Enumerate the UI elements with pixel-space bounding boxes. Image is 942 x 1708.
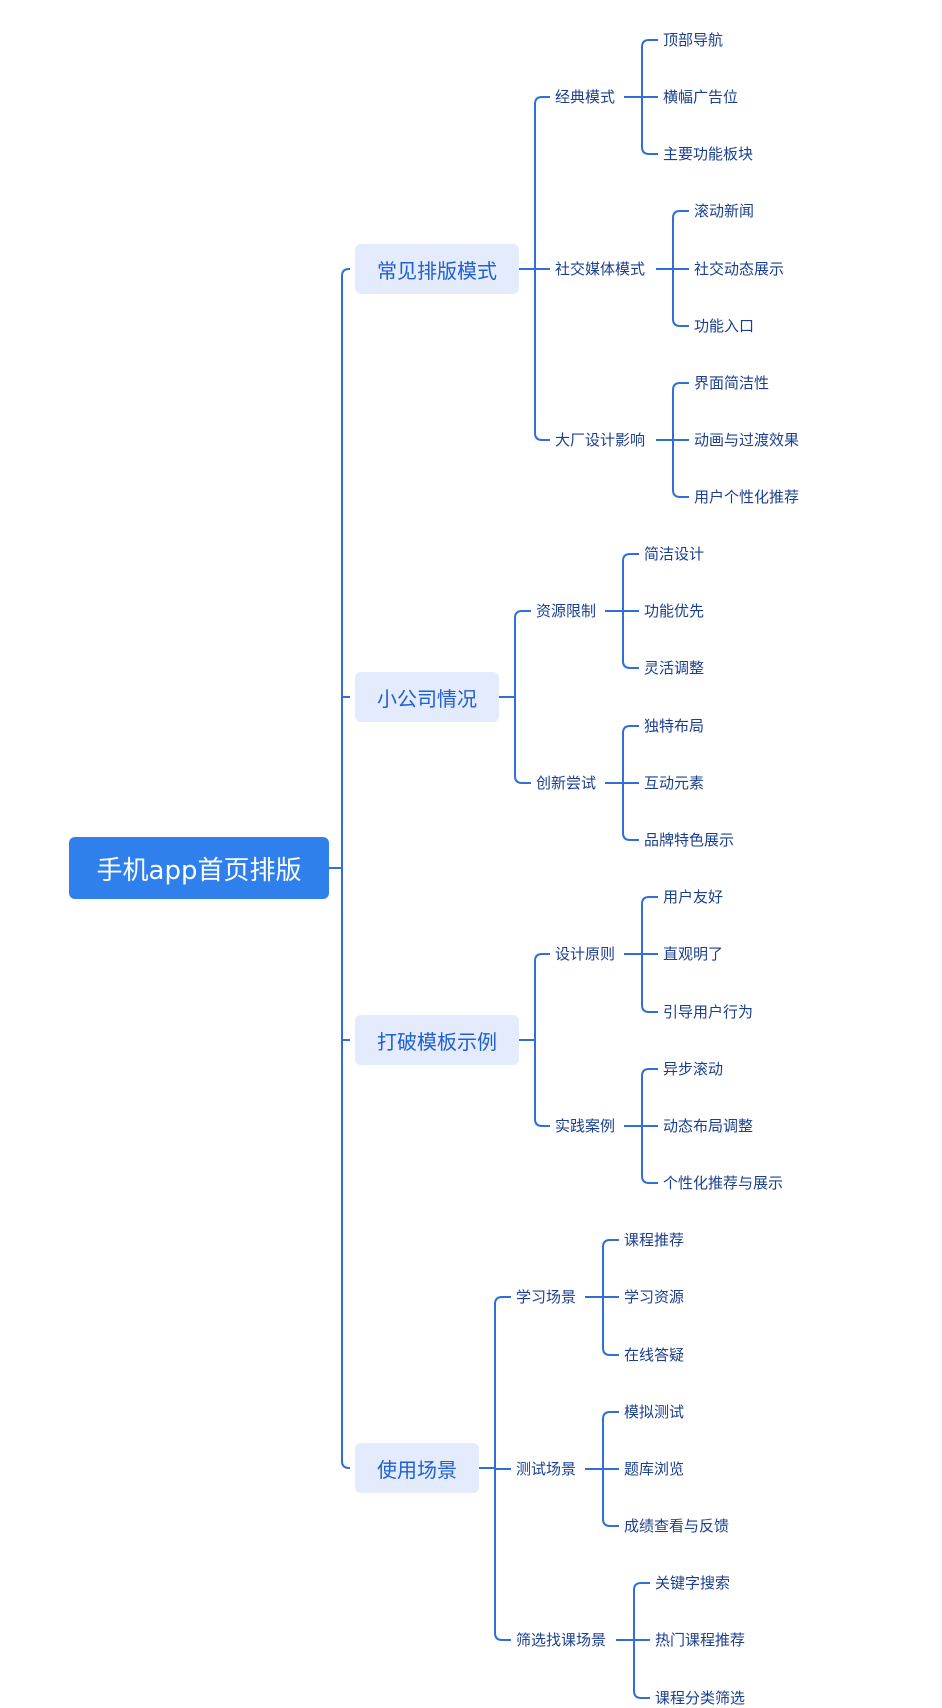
sub-node-4-3[interactable]: 筛选找课场景 [516, 1631, 607, 1649]
leaf-node[interactable]: 动态布局调整 [663, 1117, 754, 1135]
leaf-node[interactable]: 直观明了 [663, 945, 724, 963]
leaf-node[interactable]: 在线答疑 [624, 1346, 685, 1364]
connector-line [602, 1411, 619, 1469]
leaf-node[interactable]: 品牌特色展示 [644, 831, 735, 849]
connector-line [514, 697, 531, 784]
leaf-node[interactable]: 功能入口 [694, 317, 755, 335]
branch-node-1[interactable]: 常见排版模式 [355, 244, 519, 294]
leaf-node[interactable]: 学习资源 [624, 1288, 685, 1306]
sub-node-4-1[interactable]: 学习场景 [516, 1288, 577, 1306]
connector-line [494, 1296, 511, 1468]
leaf-node[interactable]: 用户个性化推荐 [694, 488, 800, 506]
leaf-node[interactable]: 课程分类筛选 [655, 1689, 746, 1707]
connector-line [641, 1068, 658, 1126]
connector-line [641, 1126, 658, 1184]
sub-node-2-2[interactable]: 创新尝试 [536, 774, 597, 792]
branch-node-4[interactable]: 使用场景 [355, 1443, 479, 1493]
connector-line [672, 382, 689, 440]
connector-line [534, 1040, 550, 1127]
leaf-node[interactable]: 动画与过渡效果 [694, 431, 800, 449]
connector-line [622, 783, 639, 841]
connector-line [341, 868, 350, 1469]
leaf-node[interactable]: 社交动态展示 [694, 260, 785, 278]
sub-node-4-2[interactable]: 测试场景 [516, 1460, 577, 1478]
leaf-node[interactable]: 热门课程推荐 [655, 1631, 746, 1649]
connector-line [514, 610, 531, 697]
connector-line [633, 1640, 650, 1699]
connector-line [534, 269, 550, 441]
sub-node-1-2[interactable]: 社交媒体模式 [555, 260, 646, 278]
connector-line [602, 1469, 619, 1527]
leaf-node[interactable]: 引导用户行为 [663, 1003, 754, 1021]
connector-line [641, 954, 658, 1013]
root-node[interactable]: 手机app首页排版 [69, 837, 329, 899]
branch-node-2[interactable]: 小公司情况 [355, 672, 499, 722]
connector-line [672, 440, 689, 498]
leaf-node[interactable]: 题库浏览 [624, 1460, 685, 1478]
leaf-node[interactable]: 滚动新闻 [694, 202, 755, 220]
leaf-node[interactable]: 顶部导航 [663, 31, 724, 49]
connector-line [602, 1297, 619, 1356]
leaf-node[interactable]: 主要功能板块 [663, 145, 754, 163]
connector-line [622, 725, 639, 783]
connector-line [534, 96, 550, 269]
leaf-node[interactable]: 异步滚动 [663, 1060, 724, 1078]
leaf-node[interactable]: 简洁设计 [644, 545, 705, 563]
leaf-node[interactable]: 个性化推荐与展示 [663, 1174, 784, 1192]
leaf-node[interactable]: 横幅广告位 [663, 88, 739, 106]
sub-node-1-1[interactable]: 经典模式 [555, 88, 616, 106]
connector-line [641, 39, 658, 97]
leaf-node[interactable]: 模拟测试 [624, 1403, 685, 1421]
sub-node-2-1[interactable]: 资源限制 [536, 602, 597, 620]
connector-line [494, 1468, 511, 1641]
leaf-node[interactable]: 课程推荐 [624, 1231, 685, 1249]
leaf-node[interactable]: 灵活调整 [644, 659, 705, 677]
connector-line [633, 1582, 650, 1640]
leaf-node[interactable]: 功能优先 [644, 602, 705, 620]
branch-node-3[interactable]: 打破模板示例 [355, 1015, 519, 1065]
leaf-node[interactable]: 用户友好 [663, 888, 724, 906]
connector-line [672, 269, 689, 327]
leaf-node[interactable]: 关键字搜索 [655, 1574, 731, 1592]
leaf-node[interactable]: 独特布局 [644, 717, 705, 735]
connector-line [641, 97, 658, 155]
connector-line [341, 268, 350, 868]
sub-node-3-1[interactable]: 设计原则 [555, 945, 616, 963]
connector-line [622, 553, 639, 611]
connector-line [602, 1239, 619, 1297]
sub-node-3-2[interactable]: 实践案例 [555, 1117, 616, 1135]
connector-line [641, 896, 658, 954]
connector-line [672, 210, 689, 269]
leaf-node[interactable]: 互动元素 [644, 774, 705, 792]
leaf-node[interactable]: 成绩查看与反馈 [624, 1517, 730, 1535]
connector-line [534, 953, 550, 1040]
leaf-node[interactable]: 界面简洁性 [694, 374, 770, 392]
sub-node-1-3[interactable]: 大厂设计影响 [555, 431, 646, 449]
connector-line [622, 611, 639, 669]
